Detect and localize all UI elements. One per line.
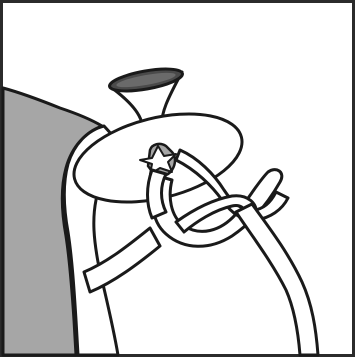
illustration-frame bbox=[0, 0, 355, 357]
diagram-canvas bbox=[0, 0, 355, 357]
